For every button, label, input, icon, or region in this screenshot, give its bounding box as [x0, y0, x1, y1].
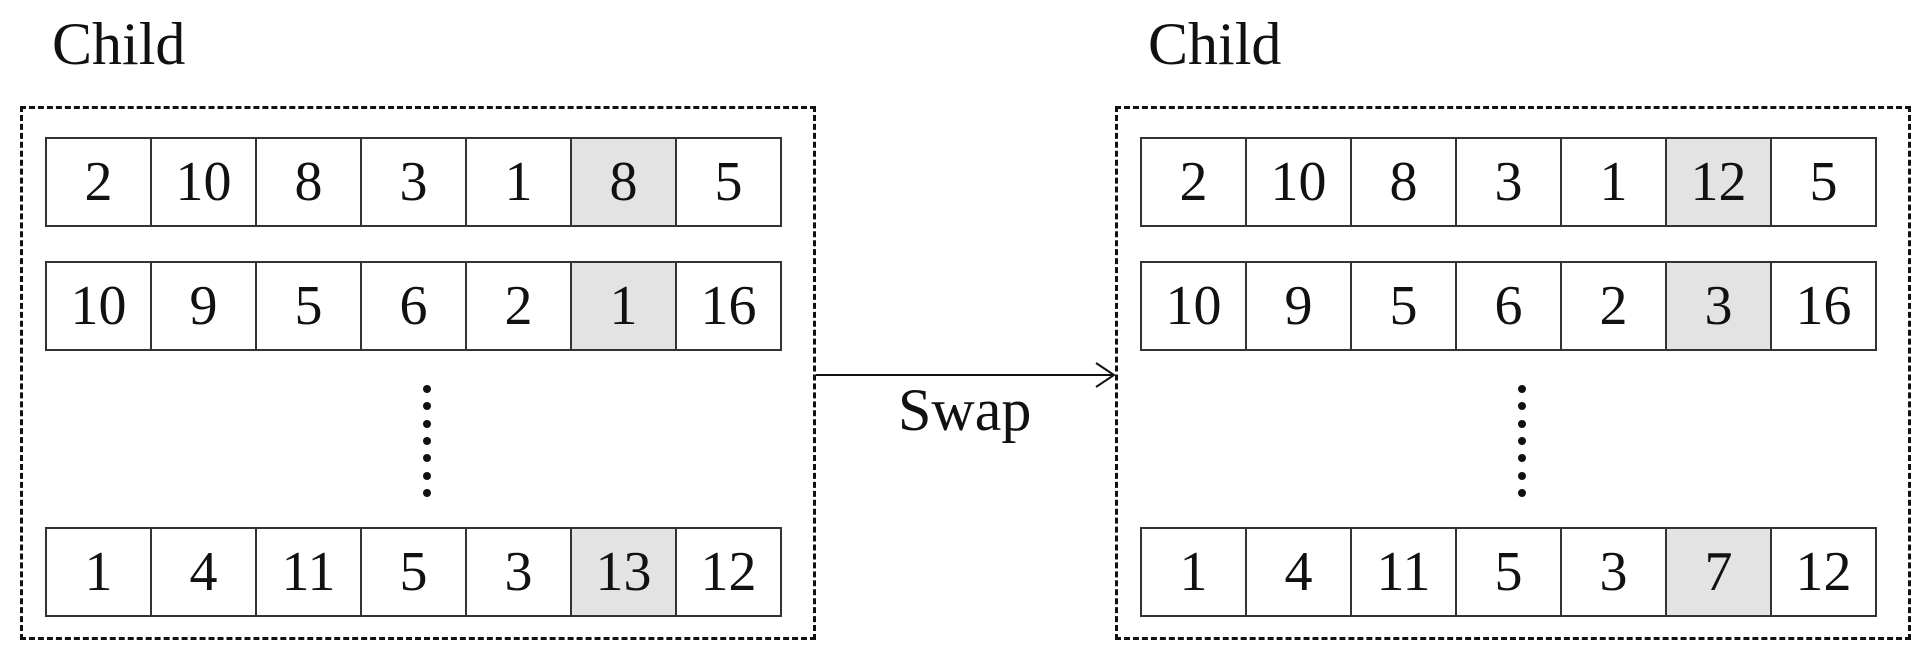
cell: 6 — [1455, 261, 1562, 351]
right-row-2: 10 9 5 6 2 3 16 — [1140, 261, 1877, 351]
dot — [1518, 402, 1526, 411]
cell: 10 — [150, 137, 257, 227]
dot — [423, 402, 431, 411]
dot — [423, 454, 431, 463]
cell: 3 — [1560, 527, 1667, 617]
cell: 10 — [45, 261, 152, 351]
cell: 9 — [1245, 261, 1352, 351]
cell: 1 — [1140, 527, 1247, 617]
cell: 16 — [675, 261, 782, 351]
highlighted-cell: 3 — [1665, 261, 1772, 351]
cell: 10 — [1140, 261, 1247, 351]
cell: 1 — [45, 527, 152, 617]
cell: 6 — [360, 261, 467, 351]
dot — [1518, 385, 1526, 393]
highlighted-cell: 13 — [570, 527, 677, 617]
cell: 3 — [360, 137, 467, 227]
highlighted-cell: 12 — [1665, 137, 1772, 227]
left-row-1: 2 10 8 3 1 8 5 — [45, 137, 782, 227]
cell: 8 — [255, 137, 362, 227]
cell: 8 — [1350, 137, 1457, 227]
dot — [1518, 488, 1526, 497]
dot — [1518, 471, 1526, 480]
cell: 2 — [465, 261, 572, 351]
cell: 3 — [1455, 137, 1562, 227]
cell: 2 — [45, 137, 152, 227]
swap-arrow-icon — [816, 362, 1116, 388]
dot — [1518, 436, 1526, 445]
dot — [423, 419, 431, 428]
cell: 5 — [255, 261, 362, 351]
dot — [423, 471, 431, 480]
right-child-panel: 2 10 8 3 1 12 5 10 9 5 6 2 3 16 1 4 11 5… — [1115, 106, 1911, 640]
dot — [1518, 454, 1526, 463]
cell: 1 — [1560, 137, 1667, 227]
cell: 2 — [1560, 261, 1667, 351]
highlighted-cell: 1 — [570, 261, 677, 351]
cell: 5 — [1350, 261, 1457, 351]
right-panel-title: Child — [1148, 11, 1282, 77]
vertical-ellipsis — [1515, 385, 1529, 497]
left-row-2: 10 9 5 6 2 1 16 — [45, 261, 782, 351]
cell: 3 — [465, 527, 572, 617]
highlighted-cell: 8 — [570, 137, 677, 227]
cell: 2 — [1140, 137, 1247, 227]
cell: 16 — [1770, 261, 1877, 351]
highlighted-cell: 7 — [1665, 527, 1772, 617]
left-child-panel: 2 10 8 3 1 8 5 10 9 5 6 2 1 16 1 4 11 5 … — [20, 106, 816, 640]
cell: 5 — [1770, 137, 1877, 227]
dot — [423, 488, 431, 497]
cell: 11 — [1350, 527, 1457, 617]
dot — [423, 385, 431, 393]
cell: 9 — [150, 261, 257, 351]
swap-label: Swap — [898, 377, 1032, 443]
cell: 5 — [1455, 527, 1562, 617]
cell: 4 — [150, 527, 257, 617]
vertical-ellipsis — [420, 385, 434, 497]
cell: 12 — [1770, 527, 1877, 617]
cell: 10 — [1245, 137, 1352, 227]
left-panel-title: Child — [52, 11, 186, 77]
cell: 4 — [1245, 527, 1352, 617]
right-row-last: 1 4 11 5 3 7 12 — [1140, 527, 1877, 617]
cell: 5 — [360, 527, 467, 617]
cell: 12 — [675, 527, 782, 617]
cell: 1 — [465, 137, 572, 227]
left-row-last: 1 4 11 5 3 13 12 — [45, 527, 782, 617]
dot — [1518, 419, 1526, 428]
right-row-1: 2 10 8 3 1 12 5 — [1140, 137, 1877, 227]
cell: 5 — [675, 137, 782, 227]
dot — [423, 436, 431, 445]
cell: 11 — [255, 527, 362, 617]
